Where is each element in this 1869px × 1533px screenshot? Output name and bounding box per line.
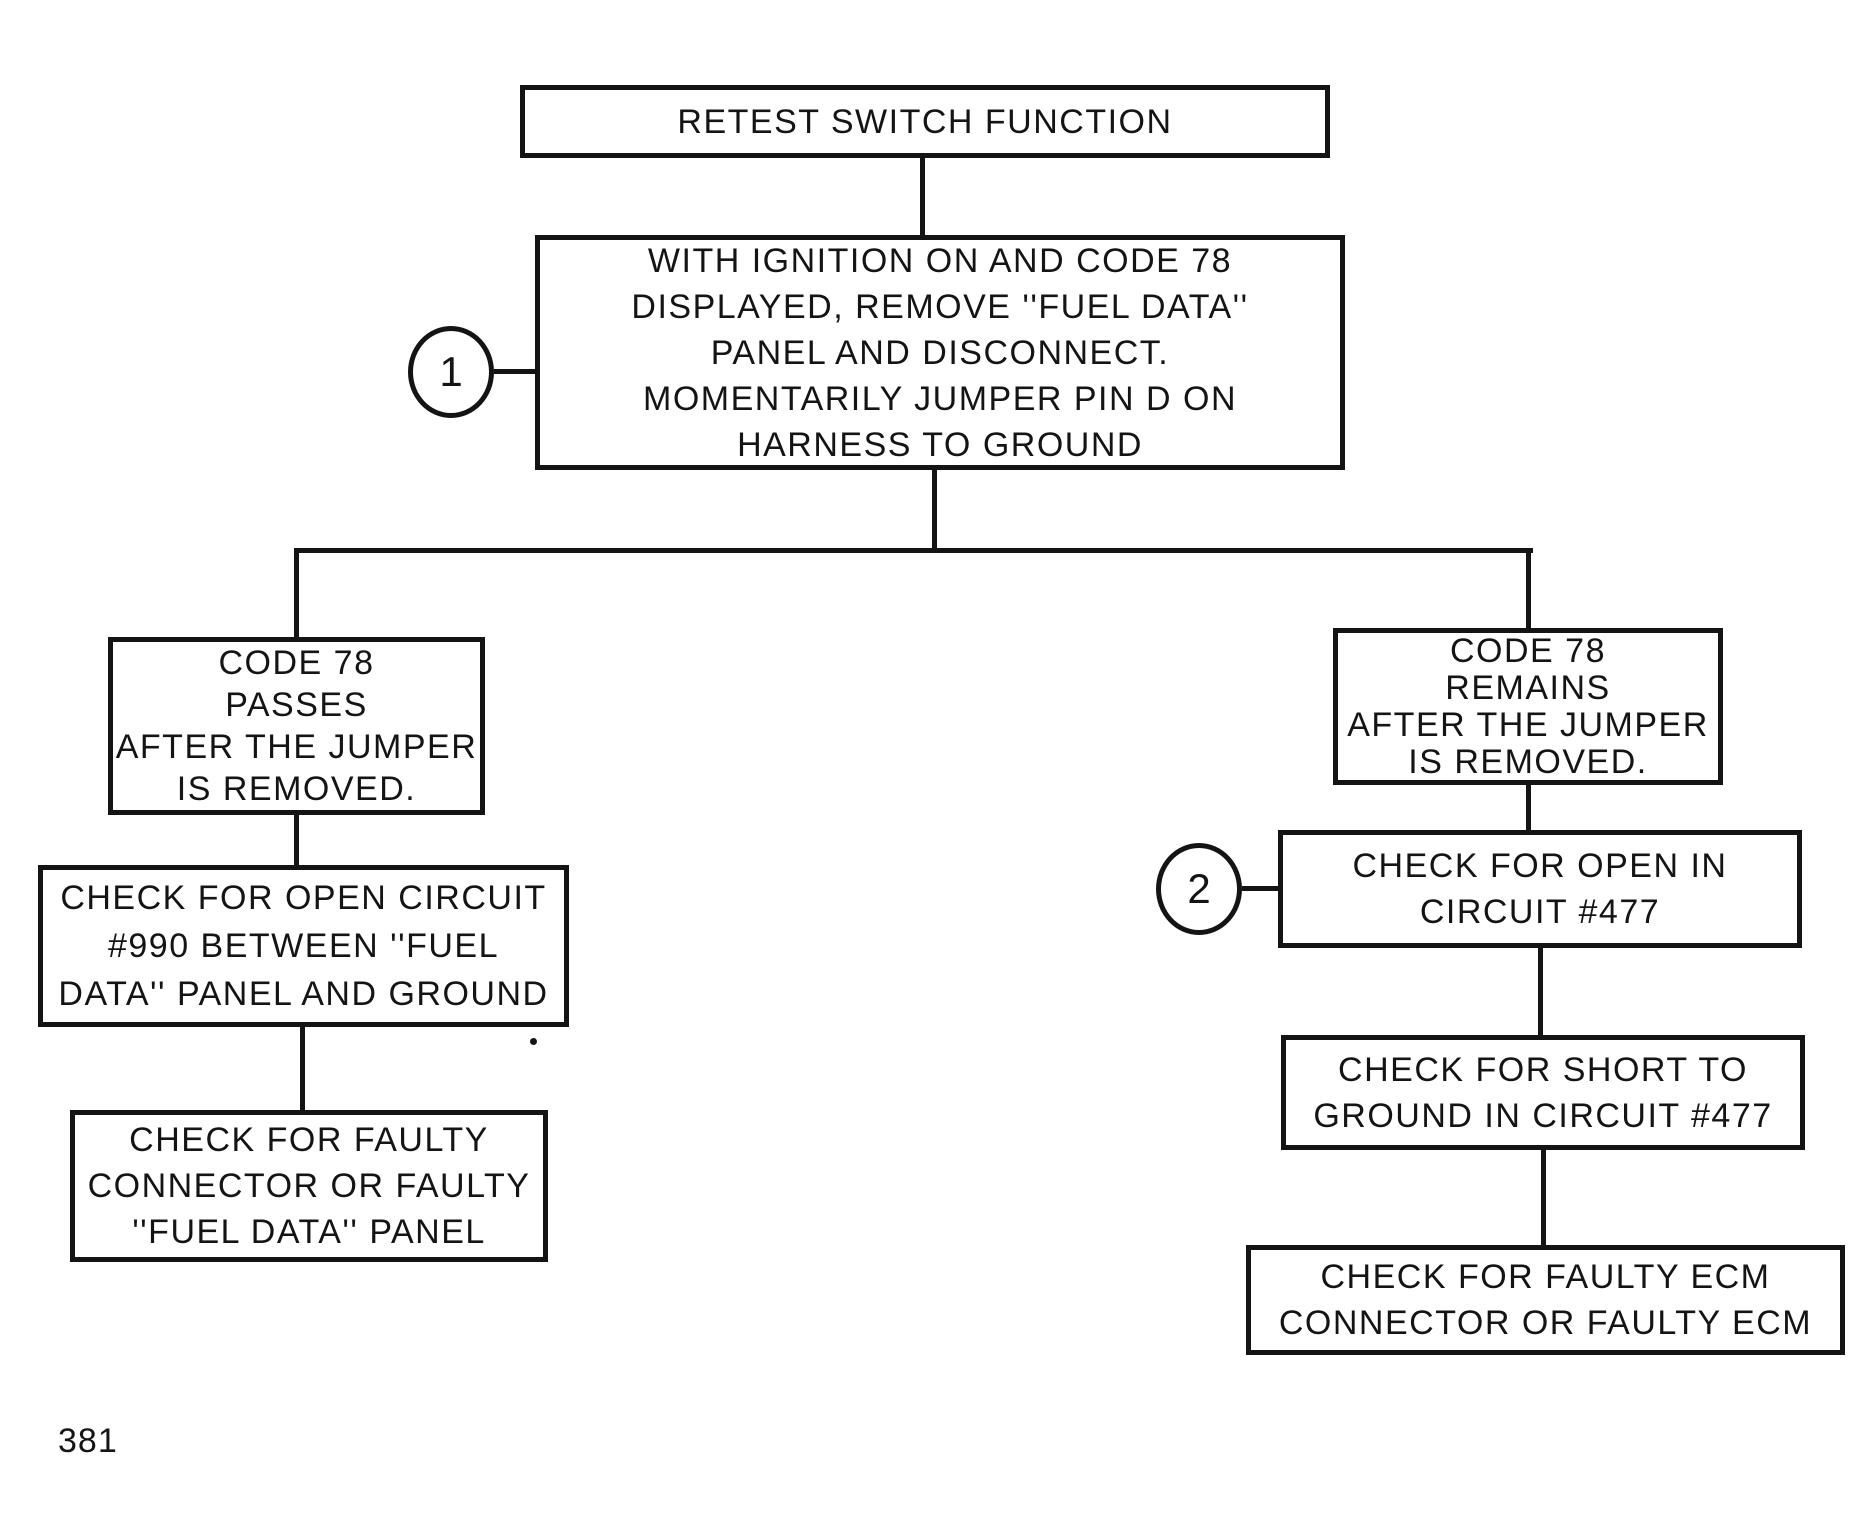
box-text-line: CONNECTOR OR FAULTY (87, 1167, 531, 1205)
box-text-line: CODE 78 (218, 644, 375, 682)
box-text-line: #990 BETWEEN ''FUEL (107, 927, 500, 965)
badge-number: 2 (1187, 865, 1211, 912)
check-open-circuit-477-box: CHECK FOR OPEN IN CIRCUIT #477 (1278, 830, 1802, 948)
branch-split-line (294, 548, 1533, 553)
check-faulty-panel-box: CHECK FOR FAULTY CONNECTOR OR FAULTY ''F… (70, 1110, 548, 1262)
code78-remains-box: CODE 78 REMAINS AFTER THE JUMPER IS REMO… (1333, 628, 1723, 785)
check-faulty-ecm-box: CHECK FOR FAULTY ECM CONNECTOR OR FAULTY… (1246, 1245, 1845, 1355)
page-number: 381 (58, 1422, 118, 1460)
code78-passes-box: CODE 78 PASSES AFTER THE JUMPER IS REMOV… (108, 637, 485, 815)
box-text-line: GROUND IN CIRCUIT #477 (1313, 1096, 1773, 1135)
box-text-line: CHECK FOR FAULTY ECM (1320, 1258, 1771, 1296)
connector-passes-to-check990 (294, 815, 299, 865)
step1-instruction-box: WITH IGNITION ON AND CODE 78 DISPLAYED, … (535, 235, 1345, 470)
box-text-line: IS REMOVED. (1408, 742, 1648, 781)
box-text-line: CIRCUIT #477 (1419, 893, 1661, 931)
step-badge-2: 2 (1156, 843, 1242, 935)
check-short-ground-477-box: CHECK FOR SHORT TO GROUND IN CIRCUIT #47… (1281, 1035, 1805, 1150)
box-text-line: ''FUEL DATA'' PANEL (132, 1213, 486, 1251)
connector-check477-to-short477 (1538, 948, 1543, 1035)
box-text-line: CODE 78 (1450, 631, 1606, 670)
box-text-line: REMAINS (1445, 668, 1611, 707)
box-text-line: DISPLAYED, REMOVE ''FUEL DATA'' (631, 287, 1249, 326)
scan-speck (530, 1038, 537, 1045)
connector-badge2-to-check477 (1242, 886, 1278, 891)
connector-badge1-to-step1 (494, 369, 535, 374)
box-text-line: CHECK FOR OPEN CIRCUIT (60, 879, 547, 917)
connector-branch-to-right-condition (1526, 548, 1531, 628)
box-text-line: RETEST SWITCH FUNCTION (677, 102, 1173, 141)
box-text-line: PANEL AND DISCONNECT. (710, 333, 1170, 372)
step-badge-1: 1 (408, 326, 494, 418)
box-text-line: CONNECTOR OR FAULTY ECM (1278, 1304, 1813, 1342)
box-text-line: PASSES (225, 686, 368, 724)
check-open-circuit-990-box: CHECK FOR OPEN CIRCUIT #990 BETWEEN ''FU… (38, 865, 569, 1027)
box-text-line: AFTER THE JUMPER (1347, 705, 1709, 744)
connector-short477-to-faulty-ecm (1541, 1150, 1546, 1245)
box-text-line: CHECK FOR SHORT TO (1338, 1050, 1748, 1089)
box-text-line: CHECK FOR OPEN IN (1352, 847, 1728, 885)
connector-step1-to-branch (932, 470, 937, 550)
connector-branch-to-left-condition (294, 548, 299, 637)
retest-switch-function-box: RETEST SWITCH FUNCTION (520, 85, 1330, 158)
box-text-line: IS REMOVED. (176, 770, 417, 808)
box-text-line: AFTER THE JUMPER (115, 728, 478, 766)
connector-check990-to-faulty-panel (300, 1027, 305, 1110)
box-text-line: DATA'' PANEL AND GROUND (58, 975, 549, 1013)
badge-number: 1 (439, 348, 463, 395)
box-text-line: CHECK FOR FAULTY (129, 1121, 489, 1159)
box-text-line: MOMENTARILY JUMPER PIN D ON (643, 379, 1237, 418)
box-text-line: WITH IGNITION ON AND CODE 78 (647, 241, 1233, 280)
box-text-line: HARNESS TO GROUND (737, 425, 1143, 464)
connector-remains-to-check477 (1526, 785, 1531, 830)
connector-title-to-step1 (920, 158, 925, 235)
